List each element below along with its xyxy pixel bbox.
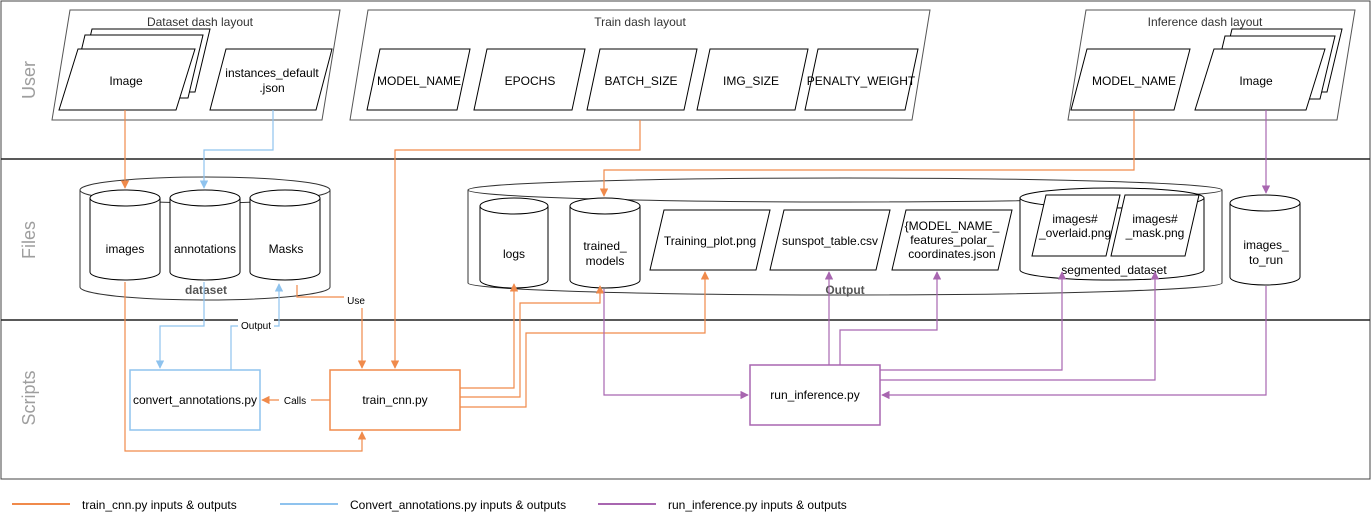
batch-size-input[interactable] — [586, 48, 698, 111]
dataset-dash-group: Dataset dash layout Image instances_defa… — [51, 9, 341, 121]
img-size-input[interactable] — [696, 48, 809, 111]
edge-trained-to-inference — [603, 289, 749, 400]
mask-png-label-line2: _mask.png — [1125, 226, 1185, 240]
inference-model-name-input[interactable] — [1070, 48, 1191, 111]
run-inference-script[interactable] — [749, 364, 881, 426]
edge-inference-model-to-trained — [599, 110, 1135, 197]
instances-json-input[interactable] — [209, 48, 333, 111]
legend-inference-label: run_inference.py inputs & outputs — [668, 498, 847, 512]
legend-train-label: train_cnn.py inputs & outputs — [82, 498, 237, 512]
masks-store-label: Masks — [269, 242, 304, 256]
dataset-image-label: Image — [109, 74, 143, 88]
annotations-store-label: annotations — [174, 242, 236, 256]
dataset-image-input[interactable] — [58, 48, 196, 111]
annotations-store[interactable]: annotations — [169, 189, 241, 281]
dataset-label: dataset — [185, 283, 227, 297]
model-name-input[interactable] — [366, 48, 471, 111]
segmented-dataset-label: segmented_dataset — [1061, 263, 1167, 277]
instances-json-label-line2: .json — [259, 81, 284, 95]
inference-image-label: Image — [1239, 74, 1273, 88]
convert-annotations-script[interactable] — [129, 369, 261, 431]
overlaid-png-file[interactable] — [1031, 194, 1121, 257]
model-name-label: MODEL_NAME — [377, 74, 461, 88]
edge-instances-to-annotations — [199, 110, 274, 189]
images-to-run-store[interactable]: images_ to_run — [1229, 194, 1301, 286]
calls-edge-label-bg — [279, 394, 311, 408]
legend-convert-label: Convert_annotations.py inputs & outputs — [350, 498, 566, 512]
overlaid-png-label-line2: _overlaid.png — [1038, 226, 1111, 240]
images-to-run-label-line2: to_run — [1249, 253, 1283, 267]
output-edge-label-bg — [238, 319, 274, 333]
overlaid-png-label-line1: images# — [1052, 212, 1098, 226]
images-store[interactable]: images — [89, 189, 161, 281]
swimlanes: User Files Scripts — [0, 0, 1371, 480]
edge-annotations-to-convert — [155, 282, 205, 369]
run-inference-label: run_inference.py — [770, 388, 859, 402]
features-json-file[interactable] — [891, 209, 1013, 271]
edge-inference-to-features — [839, 271, 942, 365]
trained-models-store[interactable]: trained_ models — [569, 197, 641, 289]
epochs-label: EPOCHS — [505, 74, 556, 88]
edge-masks-to-train — [296, 285, 367, 369]
img-size-label: IMG_SIZE — [723, 74, 779, 88]
edge-inference-to-mask — [880, 271, 1160, 381]
use-edge-label-bg — [344, 294, 370, 308]
trained-models-label-line2: models — [586, 254, 625, 268]
lane-label-files: Files — [19, 221, 39, 259]
sunspot-table-file[interactable] — [769, 209, 891, 271]
edge-images-to-train — [124, 282, 367, 452]
output-label: Output — [825, 283, 864, 297]
lane-label-scripts: Scripts — [19, 370, 39, 425]
calls-edge-label: Calls — [284, 396, 306, 407]
train-dash-title: Train dash layout — [594, 15, 686, 29]
penalty-weight-input[interactable] — [804, 48, 919, 111]
edge-train-dash-to-train — [390, 120, 641, 369]
instances-json-label-line1: instances_default — [225, 66, 319, 80]
swimlane-frame — [0, 0, 1371, 480]
inference-dash-title: Inference dash layout — [1148, 15, 1263, 29]
edge-train-to-logs — [460, 283, 519, 389]
logs-store-label: logs — [503, 247, 525, 261]
features-json-label-line1: {MODEL_NAME_ — [905, 219, 1000, 233]
training-plot-file[interactable] — [649, 209, 771, 271]
epochs-input[interactable] — [473, 48, 586, 111]
train-cnn-script[interactable] — [329, 369, 461, 431]
edge-train-to-trained — [460, 285, 605, 398]
convert-annotations-label: convert_annotations.py — [133, 393, 257, 407]
dataset-dash-title: Dataset dash layout — [147, 15, 254, 29]
mask-png-label-line1: images# — [1132, 212, 1178, 226]
inference-dash-group: Inference dash layout MODEL_NAME Image — [1067, 9, 1356, 121]
sunspot-table-label: sunspot_table.csv — [782, 234, 878, 248]
masks-store[interactable]: Masks — [249, 189, 321, 281]
training-plot-label: Training_plot.png — [664, 234, 756, 248]
inference-model-name-label: MODEL_NAME — [1092, 74, 1176, 88]
legend: train_cnn.py inputs & outputs Convert_an… — [12, 498, 847, 512]
logs-store[interactable]: logs — [479, 197, 549, 289]
train-cnn-label: train_cnn.py — [362, 393, 427, 407]
features-json-label-line3: coordinates.json — [908, 247, 995, 261]
output-edge-label: Output — [241, 321, 271, 332]
mask-png-file[interactable] — [1110, 194, 1200, 257]
train-dash-group: Train dash layout MODEL_NAME EPOCHS BATC… — [349, 9, 931, 121]
features-json-label-line2: features_polar_ — [910, 233, 994, 247]
trained-models-label-line1: trained_ — [583, 239, 627, 253]
inference-image-input[interactable] — [1194, 48, 1326, 111]
batch-size-label: BATCH_SIZE — [604, 74, 677, 88]
use-edge-label: Use — [347, 296, 365, 307]
edge-train-to-training-plot — [460, 271, 710, 408]
images-to-run-label-line1: images_ — [1243, 238, 1289, 252]
images-store-label: images — [106, 242, 145, 256]
lane-label-user: User — [19, 61, 39, 99]
edge-to-run-to-inference — [881, 286, 1267, 400]
edge-inference-to-overlaid — [880, 271, 1067, 371]
penalty-weight-label: PENALTY_WEIGHT — [807, 74, 916, 88]
